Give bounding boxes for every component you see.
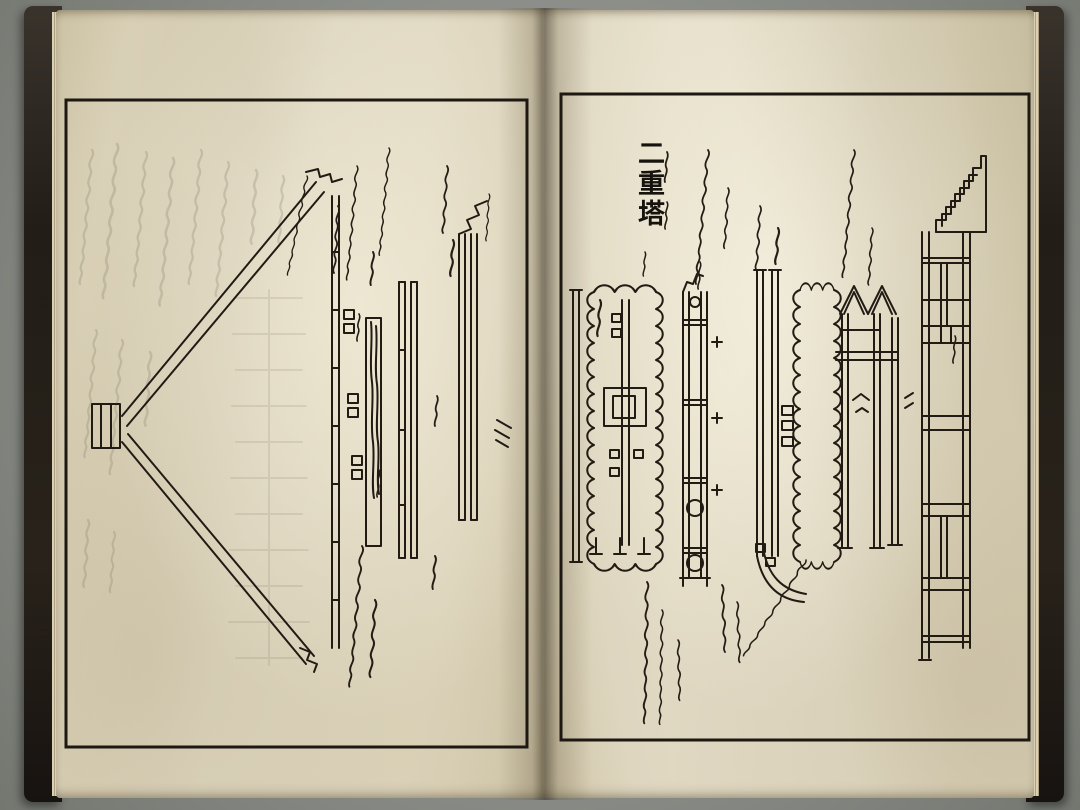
page-title: 二重塔 bbox=[633, 139, 664, 229]
right-page-paper bbox=[542, 10, 1034, 798]
page-stack-edge-left bbox=[52, 12, 58, 796]
left-page-paper bbox=[56, 10, 542, 798]
page-stack-edge-right bbox=[1030, 12, 1039, 796]
